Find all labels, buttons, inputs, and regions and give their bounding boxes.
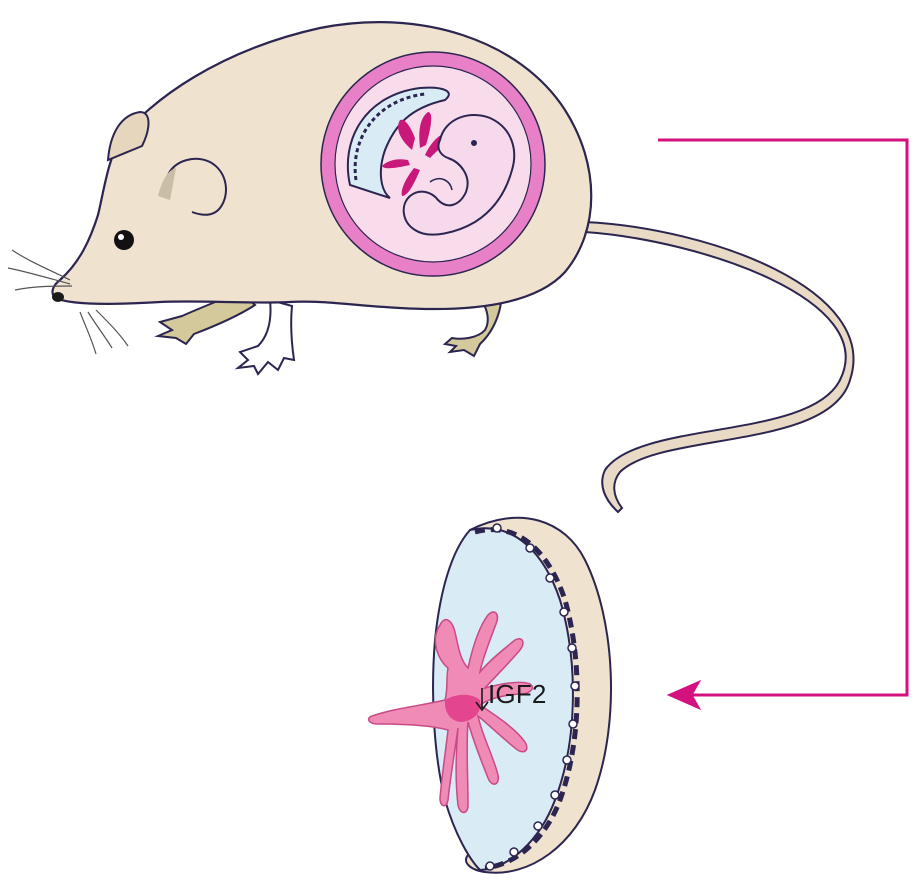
mouse-eye [114, 230, 134, 250]
mouse-nose [52, 292, 64, 302]
igf2-label: IGF2 [488, 679, 547, 710]
mouse-tail [585, 222, 853, 512]
uterus-embryo-icon [321, 52, 545, 276]
